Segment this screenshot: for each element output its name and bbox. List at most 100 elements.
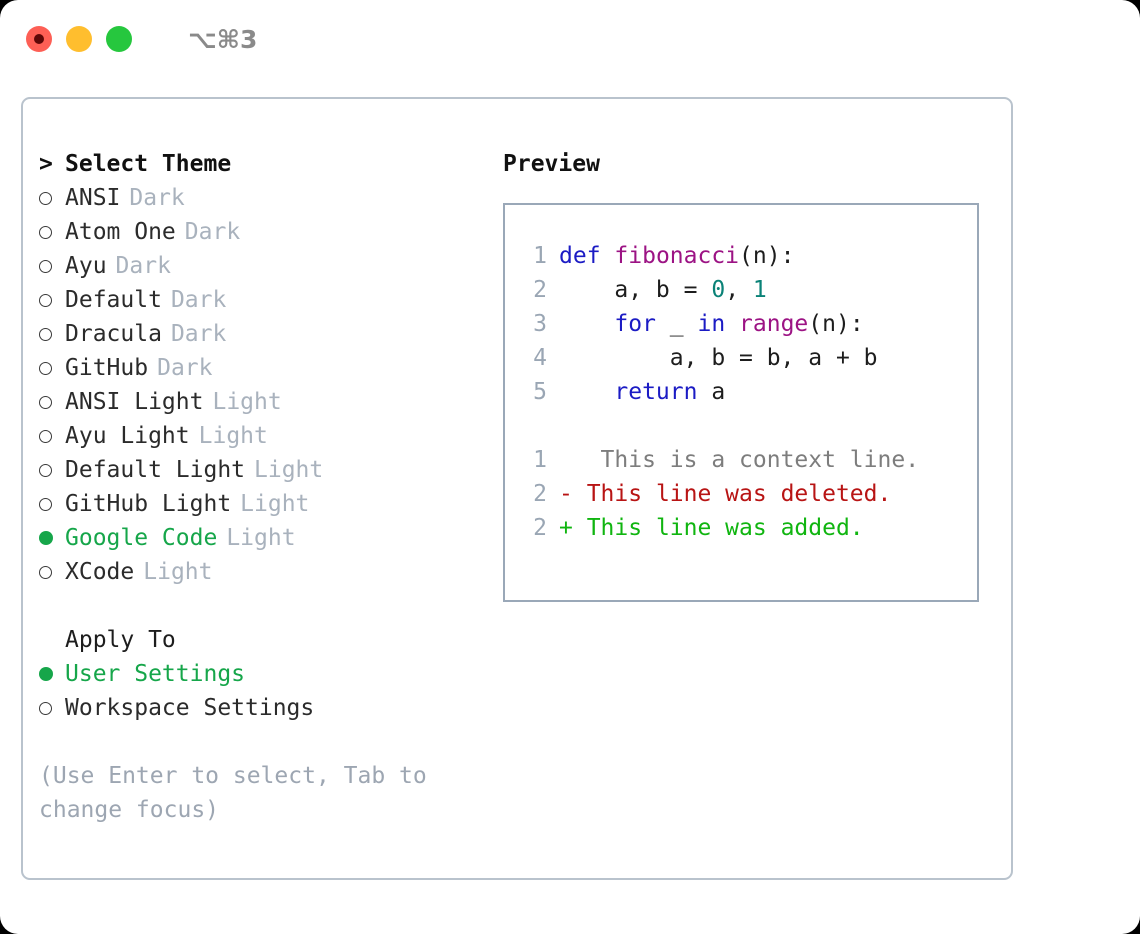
radio-selected-icon[interactable] <box>39 531 65 545</box>
theme-variant-badge: Dark <box>184 219 241 245</box>
code-token: (n): <box>739 243 795 269</box>
radio-unselected-icon[interactable] <box>39 361 65 375</box>
code-text: a, b = b, a + b <box>547 341 878 375</box>
shortcut-label: ⌥⌘3 <box>188 24 258 54</box>
theme-option-label: ANSI <box>65 185 121 211</box>
code-token: a <box>697 379 726 405</box>
apply-to-heading: Apply To <box>65 627 176 653</box>
radio-unselected-icon[interactable] <box>39 429 65 443</box>
theme-variant-badge: Dark <box>115 253 171 279</box>
theme-option[interactable]: Ayu Dark <box>39 249 479 283</box>
page-title: Select Theme <box>65 151 232 177</box>
radio-unselected-icon[interactable] <box>39 259 65 273</box>
theme-variant-badge: Dark <box>170 287 227 313</box>
code-token <box>559 379 614 405</box>
code-token: 0 <box>711 277 726 303</box>
apply-to-option-label: Workspace Settings <box>65 695 315 721</box>
radio-unselected-icon[interactable] <box>39 327 65 341</box>
code-token <box>725 311 739 337</box>
radio-glyph <box>39 293 52 307</box>
radio-glyph <box>39 327 52 341</box>
radio-glyph <box>39 701 52 715</box>
maximize-button[interactable] <box>106 26 132 52</box>
radio-unselected-icon[interactable] <box>39 395 65 409</box>
apply-to-option[interactable]: Workspace Settings <box>39 691 479 725</box>
theme-option-label: Default Light <box>65 457 246 483</box>
radio-unselected-icon[interactable] <box>39 293 65 307</box>
code-line: 5 return a <box>519 375 977 409</box>
theme-option-label: XCode <box>65 559 135 585</box>
radio-glyph <box>39 259 52 273</box>
theme-option-label: Ayu <box>65 253 107 279</box>
radio-glyph <box>39 191 52 205</box>
diff-line: 2- This line was deleted. <box>519 477 977 511</box>
code-token: return <box>614 379 698 405</box>
diff-line-text: This is a context line. <box>572 447 920 473</box>
theme-variant-badge: Light <box>240 491 310 517</box>
theme-variant-badge: Dark <box>157 355 213 381</box>
prompt-caret-icon: > <box>39 151 53 177</box>
line-number: 2 <box>533 481 547 507</box>
spacer <box>519 409 977 443</box>
radio-unselected-icon[interactable] <box>39 497 65 511</box>
close-button[interactable] <box>26 26 52 52</box>
code-token: range <box>739 311 809 337</box>
line-number: 2 <box>533 277 547 303</box>
radio-glyph <box>39 531 53 545</box>
minimize-button[interactable] <box>66 26 92 52</box>
title-bar: ⌥⌘3 <box>0 0 1140 78</box>
theme-option-label: GitHub Light <box>65 491 232 517</box>
radio-unselected-icon[interactable] <box>39 191 65 205</box>
theme-option-label: Atom One <box>65 219 176 245</box>
code-token <box>559 311 614 337</box>
theme-option[interactable]: GitHub Light Light <box>39 487 479 521</box>
diff-text: + This line was added. <box>547 511 864 545</box>
code-text: return a <box>547 375 725 409</box>
theme-variant-badge: Light <box>212 389 282 415</box>
code-line: 4 a, b = b, a + b <box>519 341 977 375</box>
apply-to-option[interactable]: User Settings <box>39 657 479 691</box>
diff-marker: - <box>559 481 573 507</box>
radio-glyph <box>39 395 52 409</box>
theme-variant-badge: Dark <box>170 321 227 347</box>
theme-option[interactable]: Google Code Light <box>39 521 479 555</box>
theme-option-label: Default <box>65 287 162 313</box>
theme-option[interactable]: Default Dark <box>39 283 479 317</box>
diff-line-text: This line was deleted. <box>572 481 892 507</box>
theme-option[interactable]: Atom One Dark <box>39 215 479 249</box>
code-token: in <box>697 311 726 337</box>
theme-variant-badge: Light <box>226 525 296 551</box>
select-theme-heading: > Select Theme <box>39 147 479 181</box>
radio-unselected-icon[interactable] <box>39 701 65 715</box>
theme-option-label: Google Code <box>65 525 218 551</box>
code-token <box>601 243 615 269</box>
code-token: , <box>725 277 753 303</box>
radio-unselected-icon[interactable] <box>39 565 65 579</box>
radio-selected-icon[interactable] <box>39 667 65 681</box>
line-number: 3 <box>533 311 547 337</box>
diff-line-text: This line was added. <box>572 515 864 541</box>
preview-title: Preview <box>503 151 600 177</box>
theme-option[interactable]: XCode Light <box>39 555 479 589</box>
keyboard-hint: (Use Enter to select, Tab to change focu… <box>39 763 427 823</box>
line-number: 2 <box>533 515 547 541</box>
theme-variant-badge: Light <box>143 559 213 585</box>
radio-unselected-icon[interactable] <box>39 225 65 239</box>
code-token: for <box>614 311 656 337</box>
radio-unselected-icon[interactable] <box>39 463 65 477</box>
line-number: 1 <box>533 243 547 269</box>
line-number: 4 <box>533 345 547 371</box>
